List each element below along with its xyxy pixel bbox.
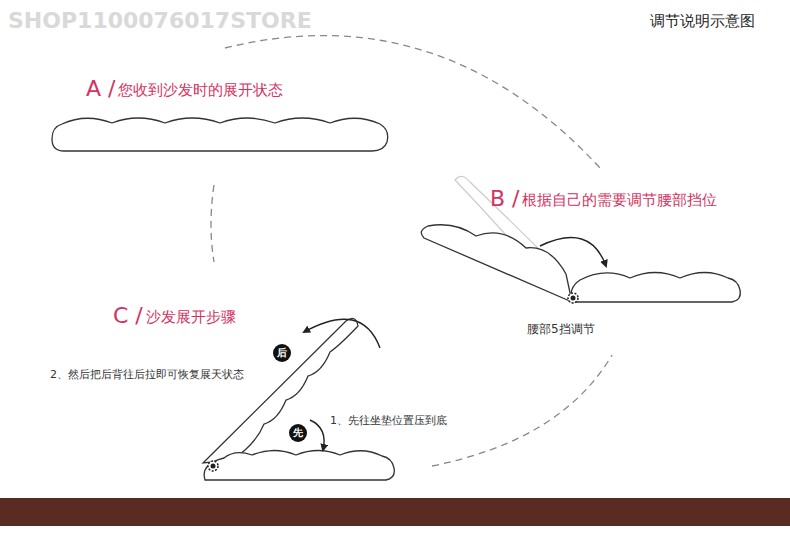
step-order-badge: 先: [289, 424, 307, 442]
instruction-text: 2、然后把后背往后拉即可恢复展天状态: [50, 368, 244, 381]
watermark: SHOP1100076017STORE: [8, 8, 312, 34]
hinge-gear: [211, 464, 216, 469]
pull-arrow: [304, 319, 380, 348]
hinge-gear: [568, 293, 578, 303]
dashed-arc: [432, 355, 612, 466]
instruction-text: 1、先往坐垫位置压到底: [330, 414, 447, 427]
sofa-flat: [52, 118, 388, 151]
sofa-backrest: [203, 318, 358, 463]
adjust-arrow: [540, 238, 606, 266]
press-arrow: [310, 420, 324, 450]
step-order-badge: 后: [273, 344, 291, 362]
sofa-seat: [571, 273, 740, 303]
step-letter: A /: [86, 76, 115, 102]
diagram-title: 调节说明示意图: [650, 12, 755, 30]
step-letter: C /: [113, 303, 143, 329]
step-heading: 沙发展开步骤: [146, 308, 236, 326]
hinge-gear: [571, 296, 576, 301]
note-text: 腰部5挡调节: [527, 322, 595, 336]
sofa-backrest: [421, 225, 572, 302]
badge-text: 先: [293, 428, 303, 438]
step-letter: B /: [490, 186, 520, 212]
step-heading: 您收到沙发时的展开状态: [118, 81, 283, 99]
hinge-gear: [208, 461, 218, 471]
sofa-seat: [204, 451, 394, 481]
dashed-arc: [211, 185, 214, 262]
badge-text: 后: [277, 348, 287, 358]
step-heading: 根据自己的需要调节腰部挡位: [522, 191, 717, 209]
footer-band: [0, 498, 790, 526]
